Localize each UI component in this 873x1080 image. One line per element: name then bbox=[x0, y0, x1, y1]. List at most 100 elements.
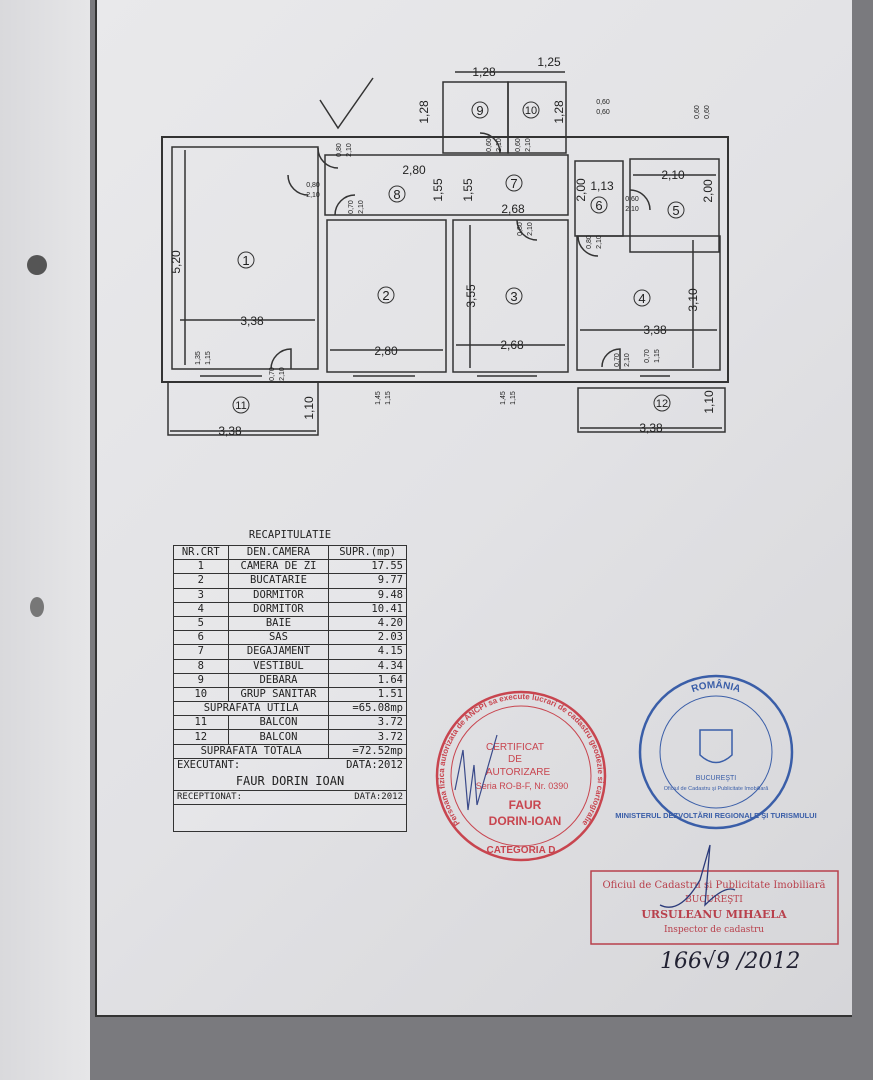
room-label: 8 bbox=[393, 187, 400, 202]
svg-text:2,10: 2,10 bbox=[279, 367, 286, 381]
svg-text:FAUR: FAUR bbox=[509, 798, 542, 812]
svg-text:BUCUREŞTI: BUCUREŞTI bbox=[696, 775, 737, 782]
svg-text:2,00: 2,00 bbox=[574, 178, 588, 202]
svg-text:2,10: 2,10 bbox=[496, 138, 503, 152]
svg-text:2,10: 2,10 bbox=[358, 200, 365, 214]
svg-text:2,68: 2,68 bbox=[500, 338, 524, 352]
svg-text:2,10: 2,10 bbox=[596, 235, 603, 249]
punch-hole bbox=[30, 597, 44, 617]
room-name: BALCON bbox=[227, 715, 330, 731]
svg-text:2,80: 2,80 bbox=[374, 344, 398, 358]
svg-text:1,45: 1,45 bbox=[500, 391, 507, 405]
svg-text:URSULEANU MIHAELA: URSULEANU MIHAELA bbox=[641, 908, 787, 921]
balcony-11-outline bbox=[167, 381, 319, 436]
room-name: BUCATARIE bbox=[227, 573, 330, 589]
coat-of-arms-icon bbox=[699, 729, 733, 764]
svg-text:2,68: 2,68 bbox=[501, 202, 525, 216]
room-area: 9.48 bbox=[328, 587, 407, 603]
room-area: 1.64 bbox=[328, 672, 407, 688]
punch-hole bbox=[27, 255, 47, 275]
svg-text:2,80: 2,80 bbox=[402, 163, 426, 177]
svg-text:5,20: 5,20 bbox=[169, 250, 183, 274]
room-area: 4.20 bbox=[328, 615, 407, 632]
room-6-outline bbox=[574, 160, 624, 237]
room-label: 5 bbox=[672, 203, 679, 218]
svg-text:AUTORIZARE: AUTORIZARE bbox=[486, 767, 551, 778]
room-label: 1 bbox=[242, 253, 249, 268]
signature bbox=[454, 734, 498, 811]
room-area: 2.03 bbox=[328, 630, 407, 646]
svg-text:1,55: 1,55 bbox=[461, 178, 475, 202]
svg-text:1,15: 1,15 bbox=[385, 391, 392, 405]
svg-text:0,60: 0,60 bbox=[596, 109, 610, 116]
svg-text:0,60: 0,60 bbox=[486, 138, 493, 152]
svg-text:3,38: 3,38 bbox=[240, 314, 264, 328]
svg-text:2,10: 2,10 bbox=[527, 222, 534, 236]
room-name: SAS bbox=[227, 630, 330, 646]
svg-text:Inspector de cadastru: Inspector de cadastru bbox=[664, 925, 764, 935]
room-label: 9 bbox=[476, 103, 483, 118]
svg-text:1,13: 1,13 bbox=[590, 179, 614, 193]
room-label: 2 bbox=[382, 288, 389, 303]
row-number: 8 bbox=[173, 658, 229, 674]
svg-text:0,80: 0,80 bbox=[517, 222, 524, 236]
room-5-outline bbox=[629, 158, 720, 253]
svg-text:1,15: 1,15 bbox=[510, 391, 517, 405]
room-2-outline bbox=[326, 219, 447, 373]
svg-text:2,10: 2,10 bbox=[525, 138, 532, 152]
row-number: 6 bbox=[173, 630, 229, 646]
row-number: 11 bbox=[173, 715, 229, 731]
row-number: 12 bbox=[173, 729, 229, 745]
svg-text:Oficiul de Cadastru şi Publici: Oficiul de Cadastru şi Publicitate Imobi… bbox=[602, 880, 825, 891]
svg-text:0,60: 0,60 bbox=[515, 138, 522, 152]
svg-text:3,55: 3,55 bbox=[464, 284, 478, 308]
room-name: CAMERA DE ZI bbox=[227, 559, 330, 575]
svg-text:MINISTERUL DEZVOLTĂRII REGIONA: MINISTERUL DEZVOLTĂRII REGIONALE ŞI TURI… bbox=[615, 811, 816, 820]
room-name: VESTIBUL bbox=[227, 658, 330, 674]
dimension-labels: 3,38 2,80 2,68 3,38 2,10 2,80 2,68 1,13 … bbox=[169, 55, 716, 438]
outer-wall bbox=[161, 136, 729, 383]
room-name: DORMITOR bbox=[227, 601, 330, 617]
room-label: 7 bbox=[510, 176, 517, 191]
row-number: 7 bbox=[173, 644, 229, 660]
row-number: 4 bbox=[173, 601, 229, 617]
svg-text:1,15: 1,15 bbox=[654, 349, 661, 363]
svg-text:2,10: 2,10 bbox=[661, 168, 685, 182]
red-authorization-stamp: Persoana fizica autorizata de ANCPI sa e… bbox=[435, 690, 607, 862]
svg-text:0,70: 0,70 bbox=[614, 353, 621, 367]
svg-text:0,60: 0,60 bbox=[625, 196, 639, 203]
svg-text:0,80: 0,80 bbox=[336, 143, 343, 157]
row-number: 2 bbox=[173, 573, 229, 589]
room-name: DEBARA bbox=[227, 672, 330, 688]
svg-text:1,28: 1,28 bbox=[417, 100, 431, 124]
checkmark bbox=[319, 77, 374, 130]
svg-text:2,10: 2,10 bbox=[624, 353, 631, 367]
room-label: 6 bbox=[595, 198, 602, 213]
blue-ministry-stamp: ROMÂNIA MINISTERUL DEZVOLTĂRII REGIONALE… bbox=[615, 674, 817, 830]
row-number: 5 bbox=[173, 615, 229, 632]
room-area: 4.34 bbox=[328, 658, 407, 674]
svg-text:DORIN-IOAN: DORIN-IOAN bbox=[489, 814, 562, 828]
table-header: NR.CRT DEN.CAMERA SUPR.(mp) bbox=[173, 544, 407, 561]
svg-text:0,60: 0,60 bbox=[704, 105, 711, 119]
room-name: DORMITOR bbox=[227, 587, 330, 603]
room-label: 3 bbox=[510, 289, 517, 304]
room-1-outline bbox=[171, 146, 319, 370]
room-label: 4 bbox=[638, 291, 645, 306]
svg-text:3,38: 3,38 bbox=[218, 424, 242, 438]
svg-text:DE: DE bbox=[508, 754, 522, 765]
svg-text:1,35: 1,35 bbox=[195, 351, 202, 365]
svg-text:BUCUREŞTI: BUCUREŞTI bbox=[685, 895, 743, 905]
balcony-12-outline bbox=[577, 387, 726, 433]
